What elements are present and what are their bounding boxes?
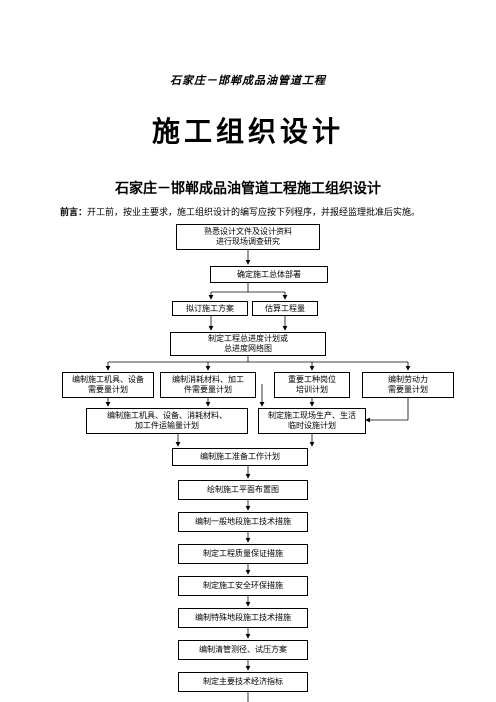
flow-step-transport-plan: 编制施工机具、设备、消耗材料、 加工件运输量计划 [86,408,248,434]
flow-step-overall-deployment: 确定施工总体部署 [210,266,328,283]
flow-step-estimate-quantity: 估算工程量 [252,301,318,316]
flow-step-safety-environment: 制定施工安全环保措施 [178,576,308,596]
project-header: 石家庄－邯郸成品油管道工程 [170,74,326,87]
flow-step-preparation-plan: 编制施工准备工作计划 [172,448,308,466]
flow-step-training-plan: 重要工种岗位 培训计划 [274,372,350,398]
flow-step-temporary-facilities: 制定施工现场生产、生活 临时设施计划 [258,408,366,434]
flow-step-general-technical-measures: 编制一般地段施工技术措施 [178,512,308,532]
document-subtitle: 石家庄－邯郸成品油管道工程施工组织设计 [115,181,381,197]
flow-step-equipment-demand: 编制施工机具、设备 需要量计划 [62,372,154,398]
page-title: 施工组织设计 [151,115,344,148]
preface-label: 前言： [60,208,88,218]
preface-text: 开工前，按业主要求，施工组织设计的编写应按下列程序，并报经监理批准后实施。 [87,208,421,218]
flow-step-economic-indicators: 制定主要技术经济指标 [178,672,308,692]
flow-step-site-layout: 绘制施工平面布置图 [178,480,308,500]
flow-step-quality-assurance: 制定工程质量保证措施 [178,544,308,564]
flow-step-study-design-docs: 熟悉设计文件及设计资料 进行现场调查研究 [176,224,320,250]
flow-step-labor-demand: 编制劳动力 需要量计划 [362,372,454,398]
flow-step-pigging-pressure-test: 编制清管测径、试压方案 [178,640,308,660]
flow-step-special-technical-measures: 编制特殊地段施工技术措施 [178,608,308,628]
flow-step-material-demand: 编制消耗材料、加工 件需要量计划 [160,372,256,398]
preface-paragraph: 前言：开工前，按业主要求，施工组织设计的编写应按下列程序，并报经监理批准后实施。 [60,206,455,221]
flow-step-construction-plan: 拟订施工方案 [172,301,248,316]
flow-step-master-schedule: 制定工程总进度计划或 总进度网络图 [170,332,326,356]
